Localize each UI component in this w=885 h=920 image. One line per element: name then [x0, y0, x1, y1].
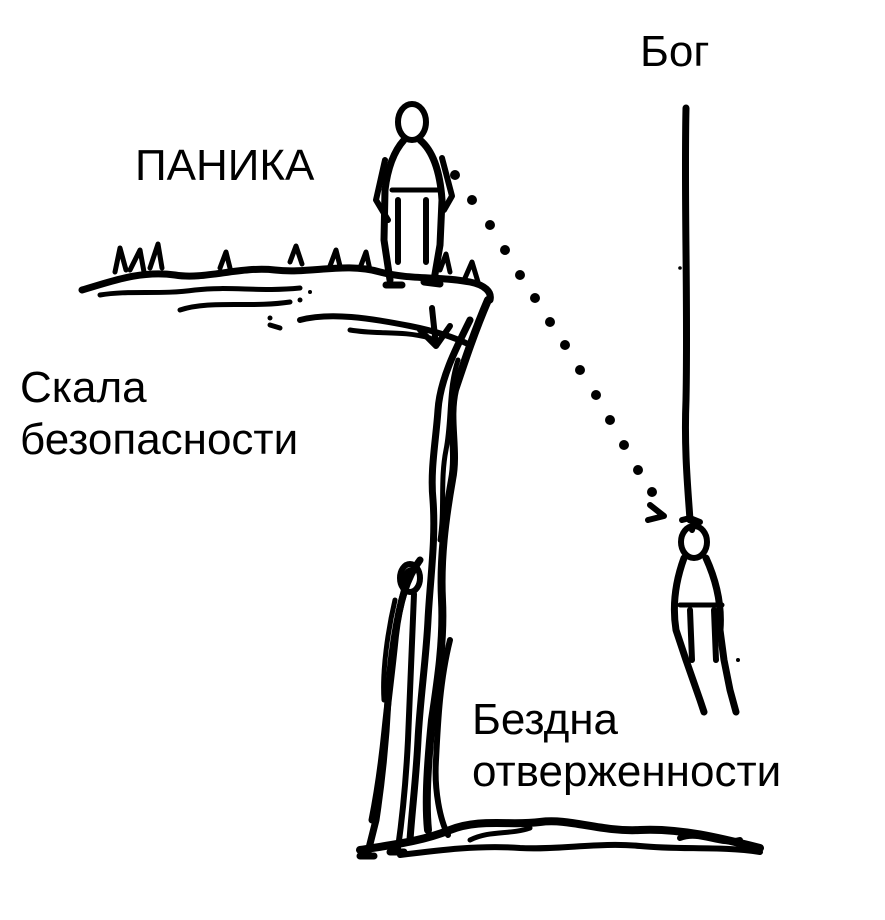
person-on-rope-figure [670, 515, 740, 716]
person-on-cliff-figure [373, 101, 455, 289]
dotted-jump-path [450, 170, 657, 497]
abyss-ground [356, 817, 764, 858]
cliff-top-ground [78, 241, 494, 349]
cliff-face [368, 296, 492, 844]
ink-specks [267, 266, 740, 662]
god-label: Бог [640, 27, 710, 76]
person-in-abyss-figure [356, 561, 423, 860]
abyss-of-rejection-label-line1: Бездна [472, 695, 619, 744]
rope-line [681, 104, 694, 524]
jump-arrowhead [645, 502, 667, 523]
panic-label: ПАНИКА [135, 141, 315, 190]
abyss-of-rejection-label-line2: отверженности [472, 747, 782, 796]
rock-of-safety-label-line2: безопасности [20, 415, 299, 464]
rock-of-safety-label-line1: Скала [20, 363, 147, 412]
